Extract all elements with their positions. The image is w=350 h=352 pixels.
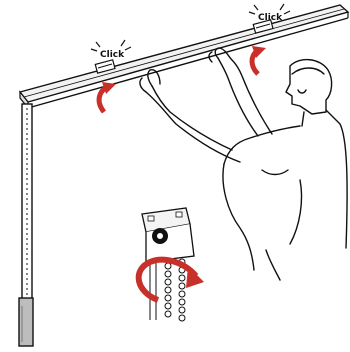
curved-arrow-right-icon <box>252 46 266 74</box>
click-label-right: Click <box>258 13 283 23</box>
inset-chain <box>150 259 185 321</box>
click-burst-left: Click <box>91 40 131 60</box>
curved-arrow-left-icon <box>99 82 116 112</box>
control-wand <box>19 104 33 346</box>
click-label-left: Click <box>100 50 125 60</box>
inset-bracket-detail <box>142 208 194 262</box>
